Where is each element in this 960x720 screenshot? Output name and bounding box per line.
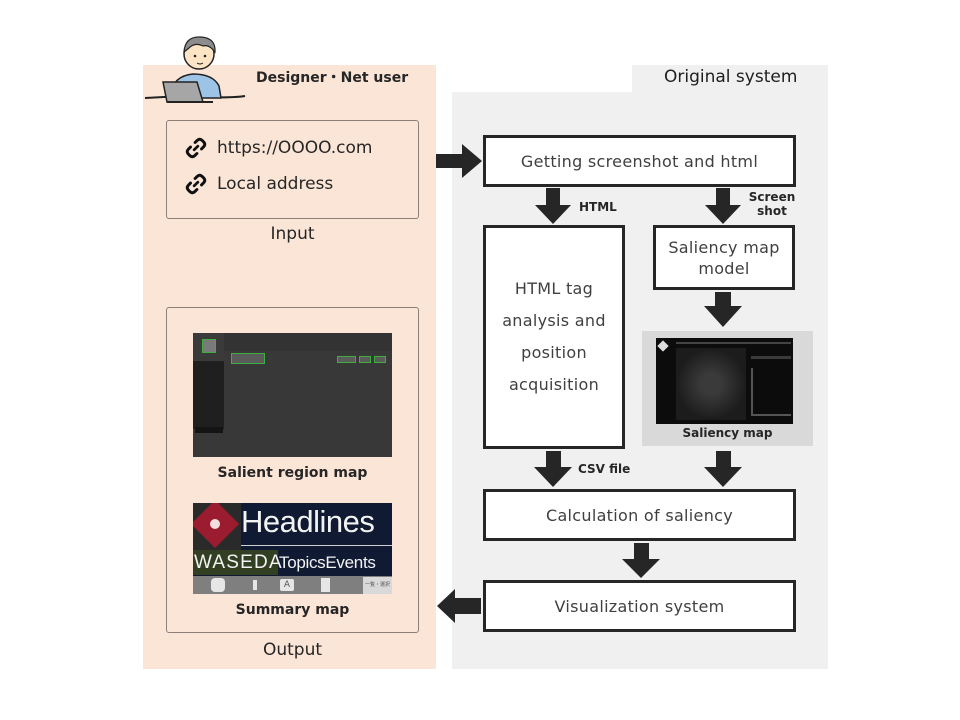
html-analysis-line: acquisition (508, 375, 600, 394)
output-box (166, 307, 419, 633)
summary-corner-text: 一覧・選択 (363, 577, 392, 594)
arrow-label-screenshot-line: shot (757, 204, 787, 218)
highlight-region (202, 339, 216, 353)
text-icon: A (280, 579, 294, 591)
summary-headline: Headlines (241, 504, 375, 539)
html-analysis-line: HTML tag (514, 279, 594, 298)
database-icon (211, 578, 225, 592)
highlight-region (337, 356, 356, 363)
notebook-icon (321, 578, 330, 592)
input-item-url[interactable]: https://OOOO.com (185, 137, 372, 159)
salient-region-map-caption: Salient region map (217, 465, 368, 481)
device-icon (253, 580, 257, 590)
arrow-label-html: HTML (579, 200, 617, 214)
input-url-text: https://OOOO.com (217, 138, 373, 158)
summary-map-image[interactable]: Headlines WASEDA TopicsEvents A 一覧・選択 (193, 503, 392, 594)
system-panel-tab (632, 65, 828, 95)
step-getting-screenshot[interactable]: Getting screenshot and html (483, 135, 796, 187)
arrow-label-screenshot-line: Screen (748, 190, 796, 204)
step-html-analysis[interactable]: HTML tag analysis and position acquisiti… (483, 225, 625, 449)
summary-tab-events: Events (325, 553, 376, 572)
system-title: Original system (664, 67, 798, 87)
step-saliency-model[interactable]: Saliency map model (653, 225, 795, 290)
summary-tab-topics: Topics (279, 553, 326, 572)
arrow-label-csv: CSV file (578, 462, 631, 476)
output-title: Output (262, 640, 323, 660)
input-title: Input (270, 224, 315, 244)
saliency-map-image[interactable] (656, 338, 793, 424)
step-calculation[interactable]: Calculation of saliency (483, 489, 796, 541)
step-visualization[interactable]: Visualization system (483, 580, 796, 632)
salient-region-map-image[interactable] (193, 333, 392, 457)
highlight-region (231, 353, 265, 364)
input-box: https://OOOO.com Local address (166, 120, 419, 219)
highlight-region (374, 356, 386, 363)
link-icon (185, 173, 207, 195)
role-label: Designer・Net user (256, 70, 409, 86)
link-icon (185, 137, 207, 159)
saliency-model-line: Saliency map (668, 237, 780, 257)
input-item-local[interactable]: Local address (185, 173, 333, 195)
user-at-laptop-icon (144, 36, 246, 103)
arrow-label-screenshot: Screen shot (748, 190, 796, 218)
summary-map-caption: Summary map (235, 602, 350, 618)
highlight-region (359, 356, 371, 363)
saliency-model-line: model (698, 258, 750, 278)
saliency-map-caption: Saliency map (682, 426, 773, 440)
input-local-text: Local address (217, 174, 334, 194)
html-analysis-line: position (521, 343, 587, 362)
summary-brand: WASEDA (194, 552, 283, 573)
html-analysis-line: analysis and (502, 311, 606, 330)
